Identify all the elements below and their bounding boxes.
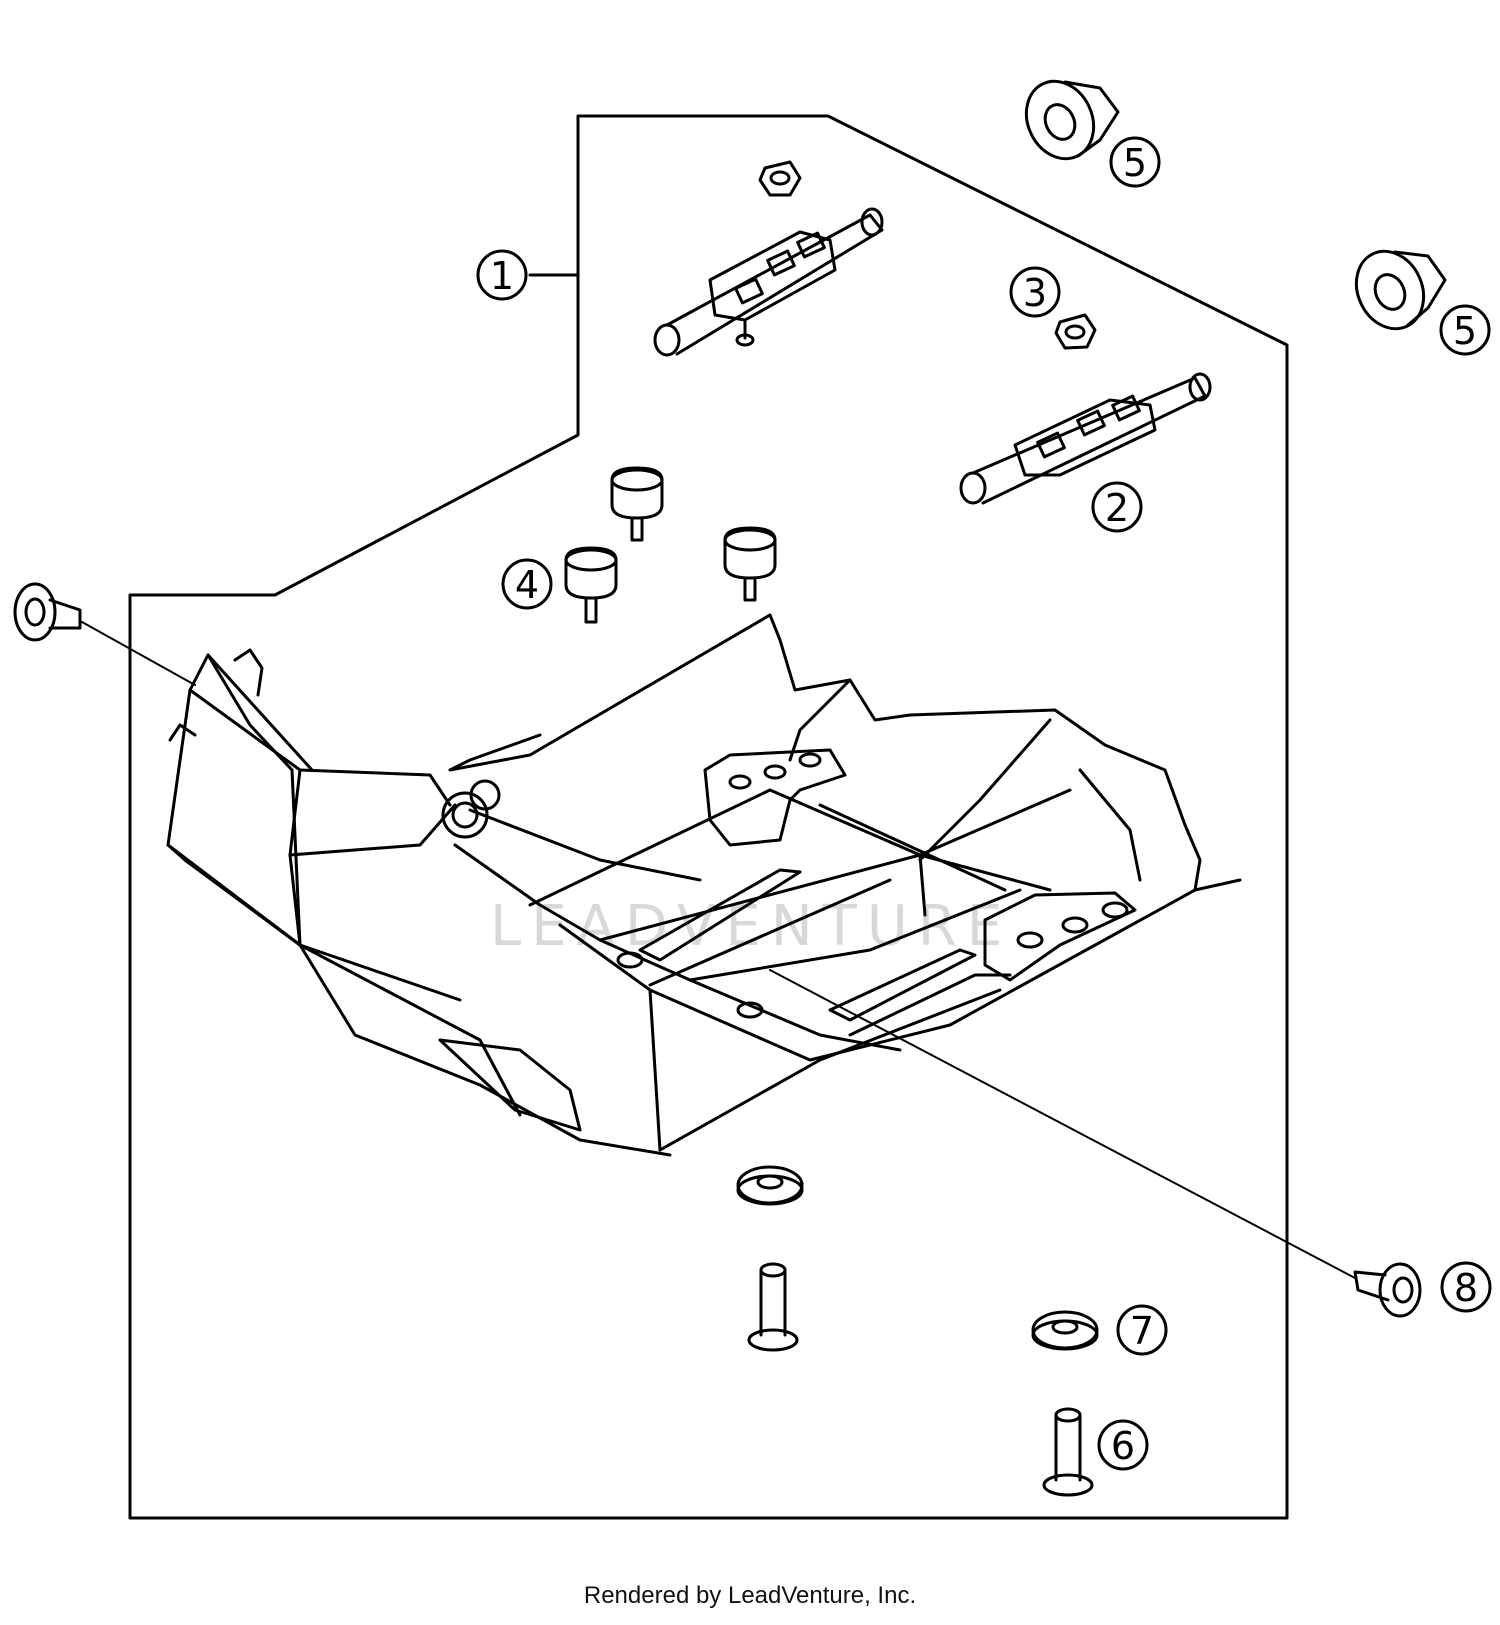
callout-label-2: 2 [1105,486,1129,530]
callout-circle-5b [1439,304,1491,356]
callout-label-3: 3 [1023,271,1047,315]
engine-bracket-lower [959,372,1212,505]
callout-label-5b: 5 [1453,309,1477,353]
callout-label-5a: 5 [1123,141,1147,185]
leader-screw-left [81,621,196,686]
rivet [1042,1407,1094,1497]
rubber-bumper [564,546,618,624]
callout-circle-3 [1009,266,1061,318]
rubber-bumper [610,466,664,542]
callout-circle-2 [1091,481,1143,533]
nut-upper [758,160,802,197]
nut-item-3 [1054,313,1097,350]
leader-screw-right [769,969,1356,1279]
callout-circle-5a [1109,136,1161,188]
washer [736,1165,804,1206]
callout-label-8: 8 [1454,1266,1478,1310]
engine-bracket-upper [653,207,884,357]
callout-circle-6 [1097,1419,1149,1471]
washer [1031,1310,1099,1351]
rubber-bumper [723,526,777,602]
grommet [1024,79,1120,161]
screw-left [13,582,82,642]
callout-label-1: 1 [490,254,514,298]
skid-plate [166,613,1242,1157]
screw-right [1353,1262,1422,1318]
callout-label-4: 4 [515,563,539,607]
callout-circle-4 [501,558,553,610]
rivet [747,1262,799,1352]
callout-circle-7 [1116,1304,1168,1356]
callout-label-6: 6 [1111,1424,1135,1468]
footer-credit: Rendered by LeadVenture, Inc. [583,1582,917,1609]
callout-label-7: 7 [1130,1309,1154,1353]
callout-circle-1 [476,249,528,301]
callout-circle-8 [1440,1261,1492,1313]
kit-frame [128,114,1289,1520]
grommet [1354,249,1447,331]
